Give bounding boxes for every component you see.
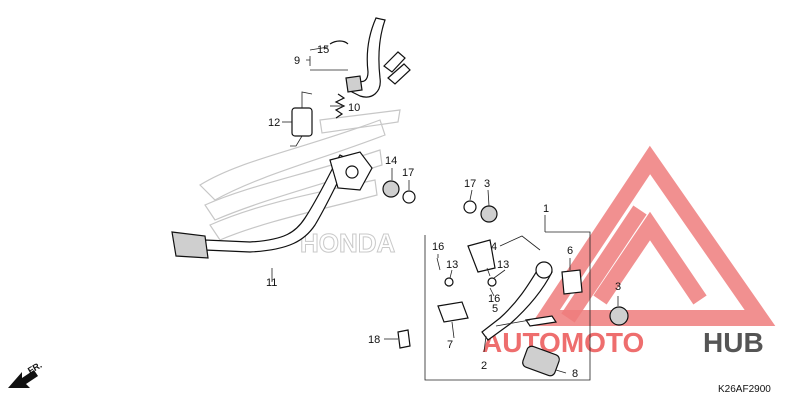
watermark-text: AUTOMOTO HUB: [482, 327, 764, 358]
background-brand-outline: HONDA: [300, 228, 396, 258]
assembly-bracket: [424, 231, 591, 381]
callout-13-left: 13: [446, 259, 458, 271]
callout-13-right: 13: [497, 259, 509, 271]
mounting-bolt: [397, 329, 411, 349]
brake-light-switch-harness: [345, 17, 411, 98]
callout-16-right: 16: [488, 293, 500, 305]
callout-5: 5: [492, 303, 498, 315]
callout-9: 9: [294, 55, 300, 67]
callout-17-lower: 17: [464, 178, 476, 190]
wire-clip: [329, 40, 349, 45]
callout-10: 10: [348, 102, 360, 114]
callout-4: 4: [491, 241, 497, 253]
callout-2: 2: [481, 360, 487, 372]
watermark-brand-grey: HUB: [703, 327, 764, 358]
link-joint: [437, 301, 469, 323]
link-pin: [436, 257, 441, 271]
callout-17-upper: 17: [402, 167, 414, 179]
callout-18: 18: [368, 334, 380, 346]
watermark-brand-red: AUTOMOTO: [482, 327, 644, 358]
callout-12: 12: [268, 117, 280, 129]
shaft-clip: [463, 200, 477, 214]
shift-link: [467, 239, 496, 273]
peg-bolt: [524, 315, 558, 327]
watermark-logo-icon: [530, 145, 776, 326]
background-wing-emblem: HONDA: [199, 109, 401, 259]
shift-pivot-bolt: [561, 269, 583, 295]
callout-3-upper: 3: [484, 178, 490, 190]
leader-lines: [271, 46, 619, 374]
pedal-return-spring: [290, 91, 313, 147]
callout-8: 8: [572, 368, 578, 380]
diagram-code: K26AF2900: [718, 384, 771, 395]
callout-11: 11: [266, 277, 277, 289]
callout-6: 6: [567, 245, 573, 257]
callout-16-left: 16: [432, 241, 444, 253]
callout-15: 15: [317, 44, 329, 56]
callout-14: 14: [385, 155, 397, 167]
pedal-clip: [402, 190, 416, 204]
link-pin-right: [486, 267, 491, 277]
pedal-washer: [382, 180, 400, 198]
link-washer: [444, 277, 454, 287]
shaft-seal: [480, 205, 498, 223]
callout-1: 1: [543, 203, 549, 215]
front-direction-arrow-icon: FR.: [8, 360, 44, 388]
shift-lever: [481, 265, 553, 341]
callout-numbers: 1 2 3 3 4 5 6 7 8 9 10 11 12 13 13 14 15…: [266, 44, 621, 380]
callout-7: 7: [447, 339, 453, 351]
brake-pedal-arm: [171, 151, 373, 259]
link-washer-right: [487, 277, 497, 287]
front-direction-label: FR.: [26, 360, 44, 376]
lever-seal: [609, 306, 629, 326]
shift-rubber-peg: [522, 345, 560, 377]
callout-3-lower: 3: [615, 281, 621, 293]
